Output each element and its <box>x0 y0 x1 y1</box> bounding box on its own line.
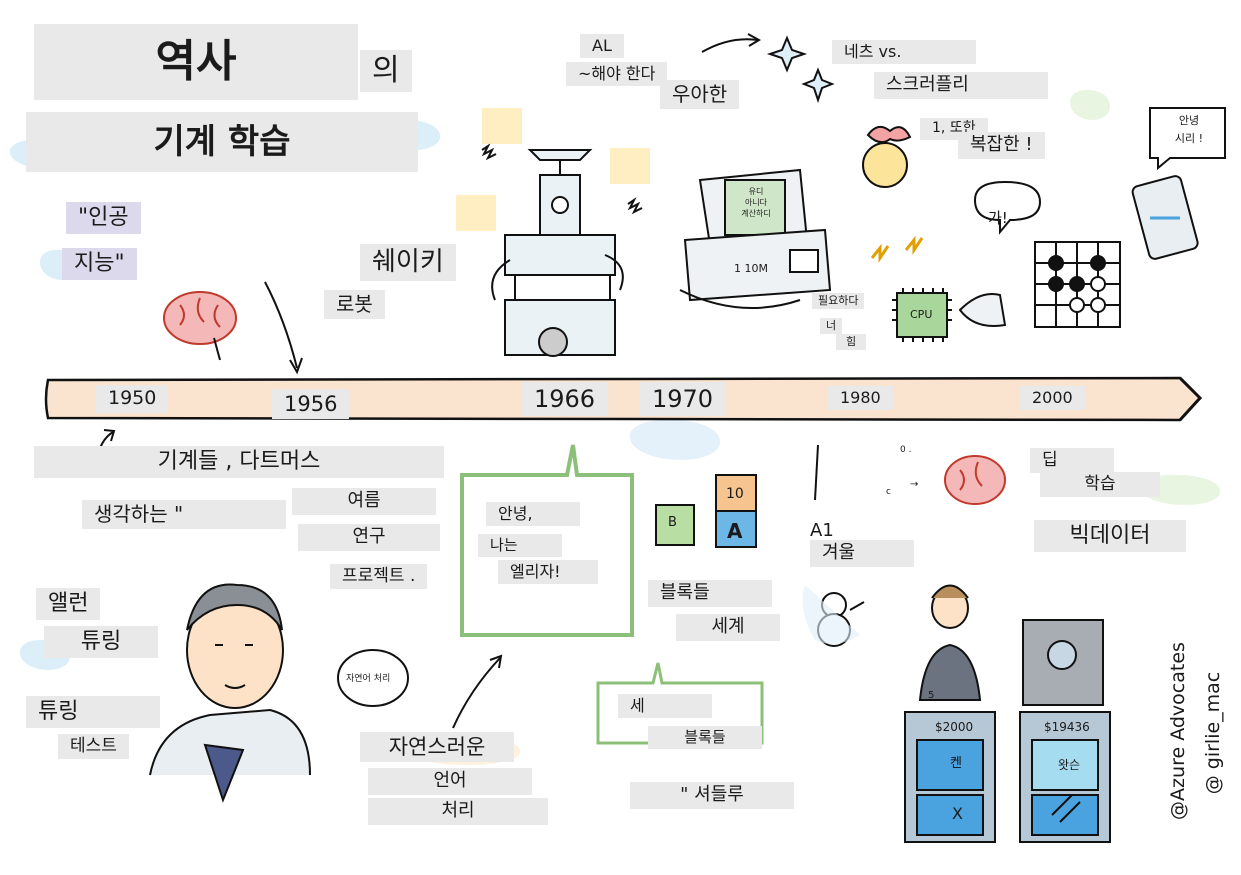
arrow-al <box>701 38 759 53</box>
deep-line1: 딥 <box>1030 448 1114 474</box>
flexed-arm-icon <box>958 293 1007 327</box>
summer-line1: 여름 <box>292 488 436 515</box>
must-label: ~해야 한다 <box>566 62 668 86</box>
winter-line <box>814 444 819 501</box>
title-line1: 역사 <box>34 24 358 100</box>
mark-arrow: → <box>910 479 919 490</box>
nlp-speech-bubble <box>337 649 409 707</box>
eliza-line3: 엘리자! <box>498 560 598 584</box>
computer-illustration <box>679 168 832 309</box>
neats-line2: 스크러플리 <box>874 72 1048 99</box>
ken-label: 켄 <box>950 756 962 771</box>
shrdlu-line1: 세 <box>618 694 712 718</box>
eliza-line2: 나는 <box>478 534 562 557</box>
arrow-to-eliza <box>452 657 501 729</box>
lightning-icon <box>904 235 924 255</box>
brain-icon-right <box>944 455 1006 505</box>
shakey-robot-illustration <box>491 149 624 357</box>
summer-line2: 연구 <box>298 524 440 551</box>
need-label-b: 너 <box>820 318 843 334</box>
summer-line3: 프로젝트 . <box>330 564 428 590</box>
go-speech-bubble <box>973 180 1042 235</box>
turing-first: 앨런 <box>36 588 101 620</box>
ken-score: $2000 <box>935 720 974 734</box>
credit-azure: @Azure Advocates <box>1167 642 1189 820</box>
timeline-arrowhead <box>1178 376 1203 422</box>
phone-illustration <box>1131 175 1199 260</box>
brain-icon-left <box>163 291 237 361</box>
elegant-label: 우아한 <box>660 80 740 109</box>
year-1970: 1970 <box>640 382 726 416</box>
blocks-illustration <box>655 474 757 548</box>
jeopardy-scene <box>904 584 1111 843</box>
title-of: 의 <box>360 50 412 92</box>
turing-test-line1: 튜링 <box>26 696 160 728</box>
go-bubble-text: 가! <box>988 209 1008 227</box>
year-2000: 2000 <box>1020 386 1085 410</box>
ken-x-mark: X <box>952 804 963 823</box>
sparkle <box>766 35 808 73</box>
go-board-illustration <box>1034 241 1121 328</box>
al-label: AL <box>580 34 624 58</box>
year-1966: 1966 <box>522 382 608 416</box>
nlp-bubble-text: 자연어 처리 <box>346 674 391 684</box>
watson-label: 왓슨 <box>1058 758 1081 772</box>
lightning-icon <box>870 243 890 263</box>
credit-girlie: @ girlie_mac <box>1202 671 1224 795</box>
winter-a1: A1 <box>810 520 834 541</box>
computer-screen-text: 유디 아니다 계산하디 <box>741 187 771 218</box>
turing-last: 튜링 <box>44 626 158 658</box>
winter-word: 겨울 <box>810 540 914 567</box>
year-1950: 1950 <box>96 385 169 413</box>
ai-quote-line1: "인공 <box>66 202 141 234</box>
year-1980: 1980 <box>828 386 893 410</box>
watson-score: $19436 <box>1044 720 1090 734</box>
wash <box>1070 90 1110 120</box>
block-a: A <box>727 519 743 543</box>
blocks-world-line1: 블록들 <box>648 580 772 607</box>
bigdata-label: 빅데이터 <box>1034 520 1186 552</box>
cpu-label: CPU <box>910 308 933 321</box>
computer-label: 1 10M <box>734 262 768 275</box>
mark-c: c <box>886 487 891 497</box>
deep-line2: 학습 <box>1040 472 1160 498</box>
shakey-sub: 로봇 <box>324 290 385 319</box>
block-top: 10 <box>726 486 744 502</box>
siri-speech-bubble <box>1149 107 1226 171</box>
need-label-c: 힘 <box>836 334 867 350</box>
turing-test-line2: 테스트 <box>58 734 129 760</box>
title-line2: 기계 학습 <box>26 112 418 172</box>
need-label-a: 필요하다 <box>812 293 865 309</box>
alan-turing-portrait <box>149 583 311 803</box>
dartmouth-line2: 생각하는 " <box>82 500 286 529</box>
siri-text: 안녕 시리 ! <box>1174 114 1204 145</box>
neats-line1: 네츠 vs. <box>832 40 976 64</box>
dartmouth-line1: 기계들 , 다트머스 <box>34 446 444 478</box>
cpu-chip-illustration <box>892 288 952 342</box>
ai-quote-line2: 지능" <box>62 248 137 280</box>
year-1956: 1956 <box>272 389 350 420</box>
nlp-line1: 자연스러운 <box>360 732 514 763</box>
shakey-name: 쉐이키 <box>360 244 456 281</box>
shrdlu-line2: 블록들 <box>648 726 762 749</box>
eliza-line1: 안녕, <box>486 502 580 526</box>
block-b: B <box>668 515 677 530</box>
nlp-line2: 언어 <box>368 768 532 795</box>
arrow-to-1956 <box>264 281 298 369</box>
wash <box>630 420 720 460</box>
complex-line2: 복잡한 ! <box>958 132 1045 159</box>
mark-zero: 0 . <box>900 445 912 455</box>
mark-five: 5 <box>928 690 935 701</box>
exploding-head-icon <box>862 125 912 188</box>
sparkle <box>801 67 835 104</box>
blocks-world-line2: 세계 <box>676 614 780 641</box>
shrdlu-line3: " 셔들루 <box>630 782 794 809</box>
nlp-line3: 처리 <box>368 798 548 825</box>
